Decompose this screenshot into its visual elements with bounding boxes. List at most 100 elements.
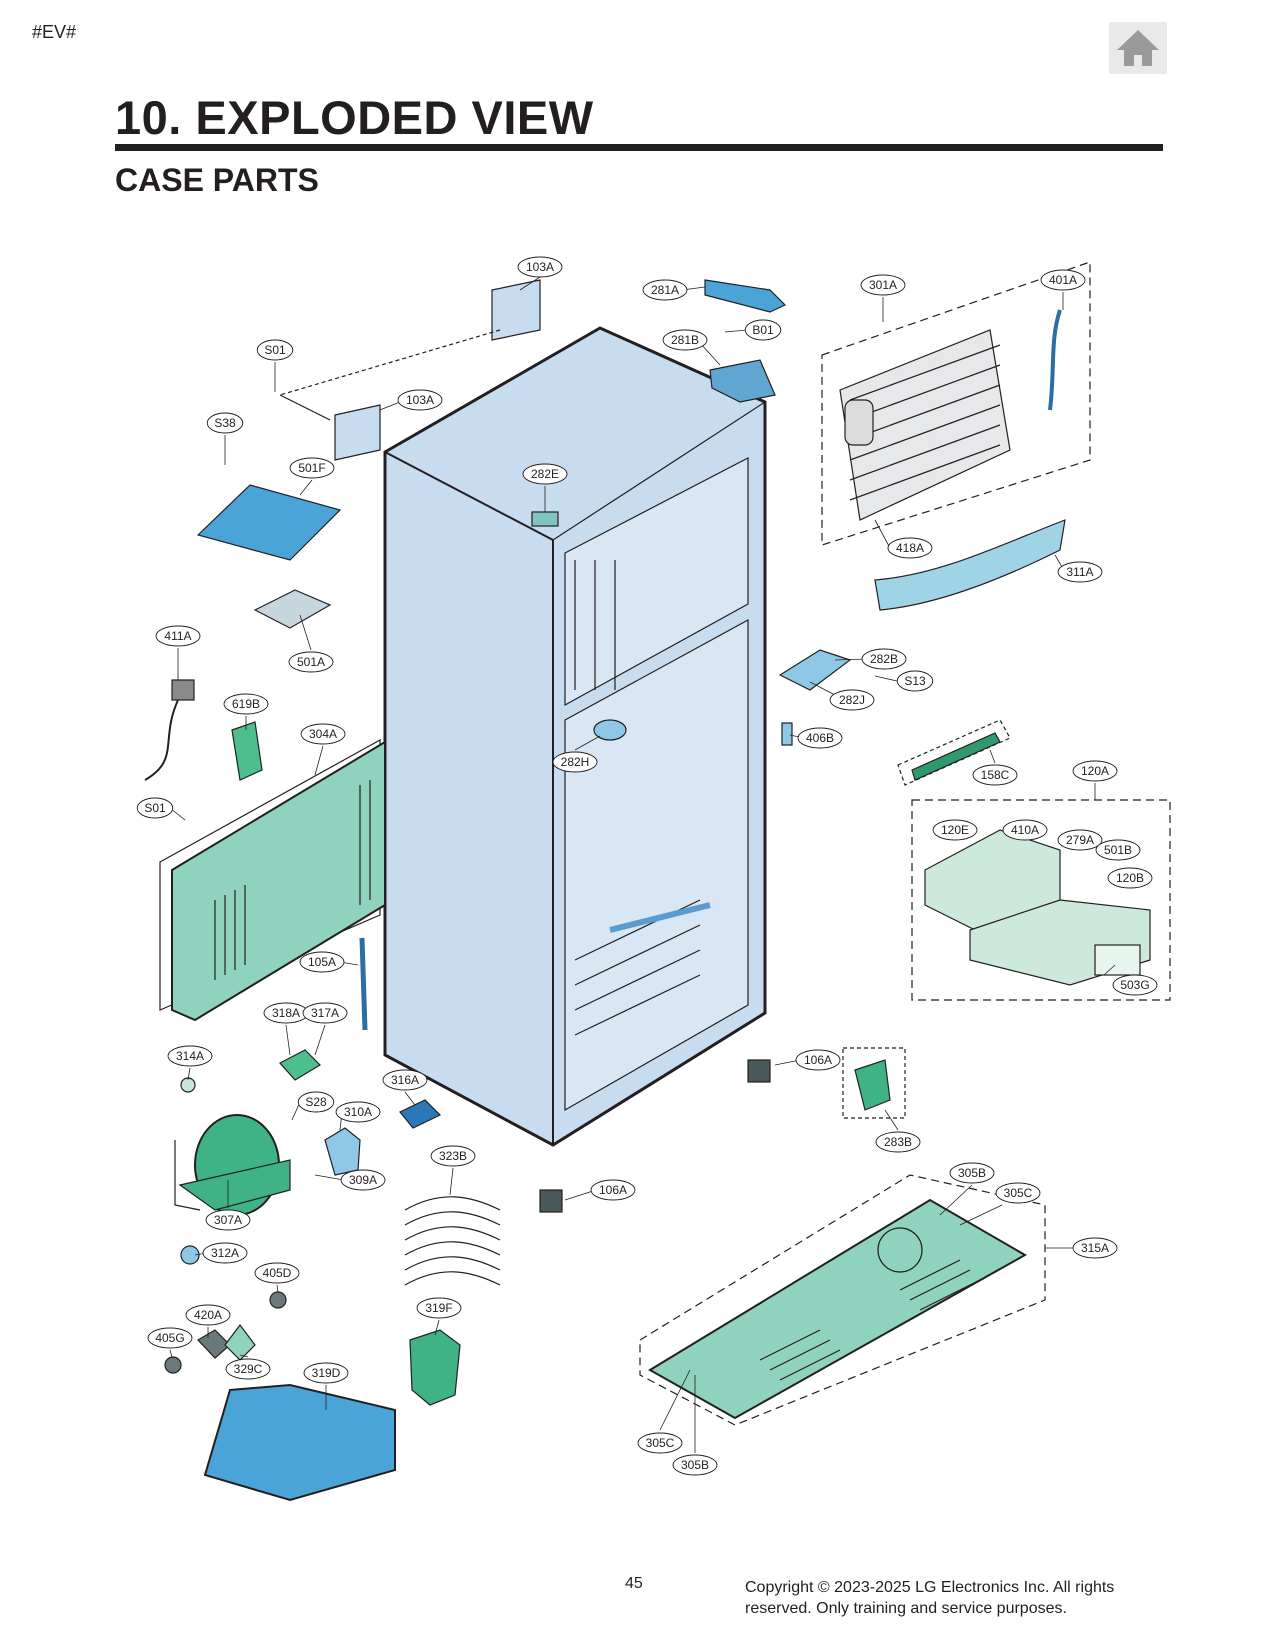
callout-label: S38 [214, 416, 236, 430]
callout-282B: 282B [861, 648, 907, 670]
callout-105A: 105A [299, 951, 345, 973]
lamp-cover-282H [593, 719, 627, 741]
callout-label: 501F [298, 461, 325, 475]
callout-label: 323B [439, 1149, 467, 1163]
drain-pan-319D [203, 1383, 396, 1502]
callout-406B: 406B [797, 727, 843, 749]
callout-279A: 279A [1057, 829, 1103, 851]
part-405G [164, 1356, 182, 1374]
part-316A [399, 1099, 442, 1129]
callout-label: 406B [806, 731, 834, 745]
callout-label: 405G [155, 1331, 184, 1345]
callout-label: 103A [526, 260, 554, 274]
part-312A [180, 1245, 200, 1265]
callout-label: 501A [297, 655, 325, 669]
callout-label: 411A [164, 629, 191, 643]
evap-cover-311A [874, 519, 1066, 611]
power-cord-411A [144, 699, 179, 781]
callout-label: 120B [1116, 871, 1144, 885]
callout-label: 318A [272, 1006, 300, 1020]
callout-label: 305B [958, 1166, 986, 1180]
callout-405D: 405D [254, 1262, 300, 1284]
callout-103A_top: 103A [517, 256, 563, 278]
callout-label: 301A [869, 278, 897, 292]
callout-305C_top: 305C [995, 1182, 1041, 1204]
callout-S01_top: S01 [256, 339, 294, 361]
callout-label: 282H [561, 755, 590, 769]
copyright-notice: Copyright © 2023-2025 LG Electronics Inc… [745, 1579, 1115, 1617]
callout-305C_bottom: 305C [637, 1432, 683, 1454]
callout-106A_bottom: 106A [590, 1179, 636, 1201]
callout-305B_top: 305B [949, 1162, 995, 1184]
callout-label: 401A [1049, 273, 1077, 287]
callout-label: 282E [531, 467, 559, 481]
pcb-501A [253, 589, 332, 629]
drain-hose-105A [359, 937, 368, 1031]
callout-label: 309A [349, 1173, 377, 1187]
callout-label: 316A [391, 1073, 419, 1087]
callout-283B: 283B [875, 1131, 921, 1153]
callout-label: S01 [264, 343, 286, 357]
callout-316A: 316A [382, 1069, 428, 1091]
callout-label: S01 [144, 801, 166, 815]
callout-label: 619B [232, 697, 260, 711]
part-314A [180, 1077, 196, 1093]
callout-label: 106A [804, 1053, 832, 1067]
callout-103A_left: 103A [397, 389, 443, 411]
callout-label: 315A [1081, 1241, 1109, 1255]
callout-311A: 311A [1057, 561, 1103, 583]
home-icon [1117, 30, 1159, 66]
callout-281A: 281A [642, 279, 688, 301]
callout-329C: 329C [225, 1358, 271, 1380]
top-hinge-281B [709, 359, 776, 403]
base-plate-315A [639, 1174, 1046, 1426]
callout-317A: 317A [302, 1002, 348, 1024]
callout-label: 120E [941, 823, 969, 837]
callout-312A: 312A [202, 1242, 248, 1264]
leveling-foot-106A-right [747, 1059, 771, 1083]
callout-319D: 319D [303, 1362, 349, 1384]
callout-label: 317A [311, 1006, 339, 1020]
callout-309A: 309A [340, 1169, 386, 1191]
callout-label: S13 [904, 674, 926, 688]
callout-401A: 401A [1040, 269, 1086, 291]
callout-label: 120A [1081, 764, 1109, 778]
callout-label: 418A [896, 541, 924, 555]
callout-307A: 307A [205, 1209, 251, 1231]
callout-label: 310A [344, 1105, 372, 1119]
home-button[interactable] [1109, 22, 1167, 74]
callout-S13: S13 [896, 670, 934, 692]
callout-319F: 319F [416, 1297, 462, 1319]
callout-label: 305C [646, 1436, 675, 1450]
callout-120B: 120B [1107, 867, 1153, 889]
back-cover-304A [159, 738, 386, 1022]
callout-158C: 158C [972, 764, 1018, 786]
callout-label: 420A [194, 1308, 222, 1322]
callout-418A: 418A [887, 537, 933, 559]
callout-label: 312A [211, 1246, 239, 1260]
callout-label: 319D [312, 1366, 341, 1380]
fan-329C [224, 1324, 256, 1361]
callout-label: 105A [308, 955, 336, 969]
callout-label: 279A [1066, 833, 1094, 847]
part-158C [911, 732, 1001, 781]
callout-619B: 619B [223, 693, 269, 715]
callout-315A: 315A [1072, 1237, 1118, 1259]
condenser-323B [404, 1196, 501, 1286]
pcb-503G [1094, 944, 1141, 976]
callout-label: 158C [981, 768, 1010, 782]
callout-501F: 501F [289, 457, 335, 479]
callout-305B_bottom: 305B [672, 1454, 718, 1476]
callout-411A: 411A [155, 625, 201, 647]
section-title: CASE PARTS [115, 162, 319, 198]
callout-label: 503G [1120, 978, 1149, 992]
callout-label: 307A [214, 1213, 242, 1227]
callout-323B: 323B [430, 1145, 476, 1167]
callout-120A: 120A [1072, 760, 1118, 782]
callout-label: 329C [234, 1362, 263, 1376]
callout-304A: 304A [300, 723, 346, 745]
callout-label: 281A [651, 283, 679, 297]
callout-label: 501B [1104, 843, 1132, 857]
callout-label: 311A [1066, 565, 1093, 579]
